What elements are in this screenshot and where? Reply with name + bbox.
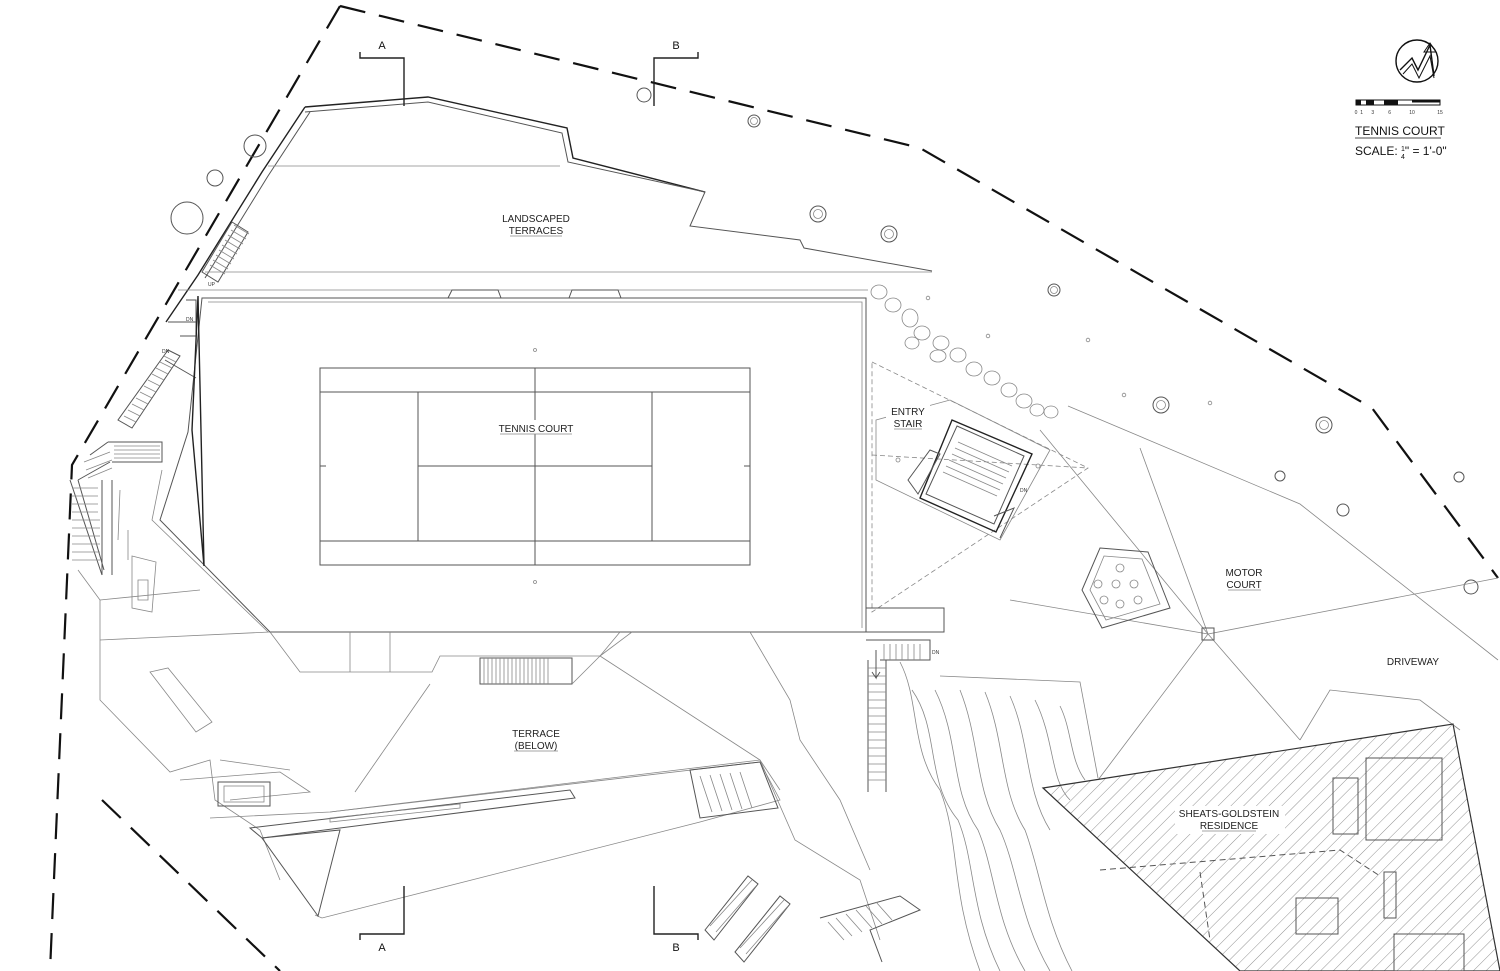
svg-text:RESIDENCE: RESIDENCE <box>1200 821 1259 832</box>
scale-tick-label: 10 <box>1409 110 1415 116</box>
tennis-court-label: TENNIS COURT <box>495 420 575 435</box>
dn-label-4: DN <box>932 650 940 656</box>
north-arrow-icon <box>1395 39 1439 83</box>
residence-label: SHEATS-GOLDSTEIN RESIDENCE <box>1179 809 1279 832</box>
svg-text:COURT: COURT <box>1226 580 1261 591</box>
svg-text:(BELOW): (BELOW) <box>515 741 558 752</box>
dn-label-3: DN <box>1020 488 1028 494</box>
svg-text:A: A <box>378 942 386 954</box>
scale-tick-label: 15 <box>1437 110 1443 116</box>
svg-text:TENNIS COURT: TENNIS COURT <box>499 424 574 435</box>
landscaped-terraces <box>165 96 933 323</box>
residence-footprint <box>1041 723 1500 971</box>
tennis-court-enclosure <box>159 289 867 685</box>
svg-text:DRIVEWAY: DRIVEWAY <box>1387 657 1440 668</box>
scale-tick-label: 6 <box>1388 110 1391 116</box>
entry-stair: DN <box>871 361 1089 613</box>
property-line <box>48 4 1499 971</box>
topography-contours <box>899 661 1099 971</box>
dn-label-1: DN <box>186 317 194 323</box>
terrace-below-label: TERRACE (BELOW) <box>500 726 572 752</box>
svg-text:B: B <box>672 40 679 52</box>
section-marker-b-bottom: B <box>653 886 699 954</box>
entry-stair-label: ENTRY STAIR <box>886 404 930 430</box>
svg-text:ENTRY: ENTRY <box>891 407 925 418</box>
svg-text:SHEATS-GOLDSTEIN: SHEATS-GOLDSTEIN <box>1179 809 1279 820</box>
svg-text:MOTOR: MOTOR <box>1225 568 1262 579</box>
landscaped-terraces-label: LANDSCAPED TERRACES <box>497 211 575 237</box>
lower-terrace <box>209 631 922 963</box>
stepping-stones <box>870 284 1059 419</box>
svg-text:TERRACE: TERRACE <box>512 729 560 740</box>
scale-tick-label: 1 <box>1360 110 1363 116</box>
svg-text:B: B <box>672 942 679 954</box>
svg-text:A: A <box>378 40 386 52</box>
scale-tick-label: 0 <box>1355 110 1358 116</box>
driveway-label: DRIVEWAY <box>1387 657 1440 668</box>
section-marker-a-bottom: A <box>359 886 405 954</box>
trees <box>170 87 1479 595</box>
up-label: UP <box>208 282 216 288</box>
court-lines <box>319 348 751 584</box>
west-stairs: UP DN DN <box>69 221 250 576</box>
scale-tick-label: 3 <box>1371 110 1374 116</box>
east-stair: DN <box>866 607 945 792</box>
section-marker-a-top: A <box>359 40 405 106</box>
svg-text:STAIR: STAIR <box>894 419 923 430</box>
motor-court <box>1009 405 1499 781</box>
svg-text:LANDSCAPED: LANDSCAPED <box>502 214 570 225</box>
svg-text:TERRACES: TERRACES <box>509 226 564 237</box>
motor-court-label: MOTOR COURT <box>1220 564 1268 591</box>
dn-label-2: DN <box>162 349 170 355</box>
section-marker-b-top: B <box>653 40 699 106</box>
drawing-title: TENNIS COURT <box>1355 124 1445 138</box>
west-terrace <box>77 469 312 881</box>
